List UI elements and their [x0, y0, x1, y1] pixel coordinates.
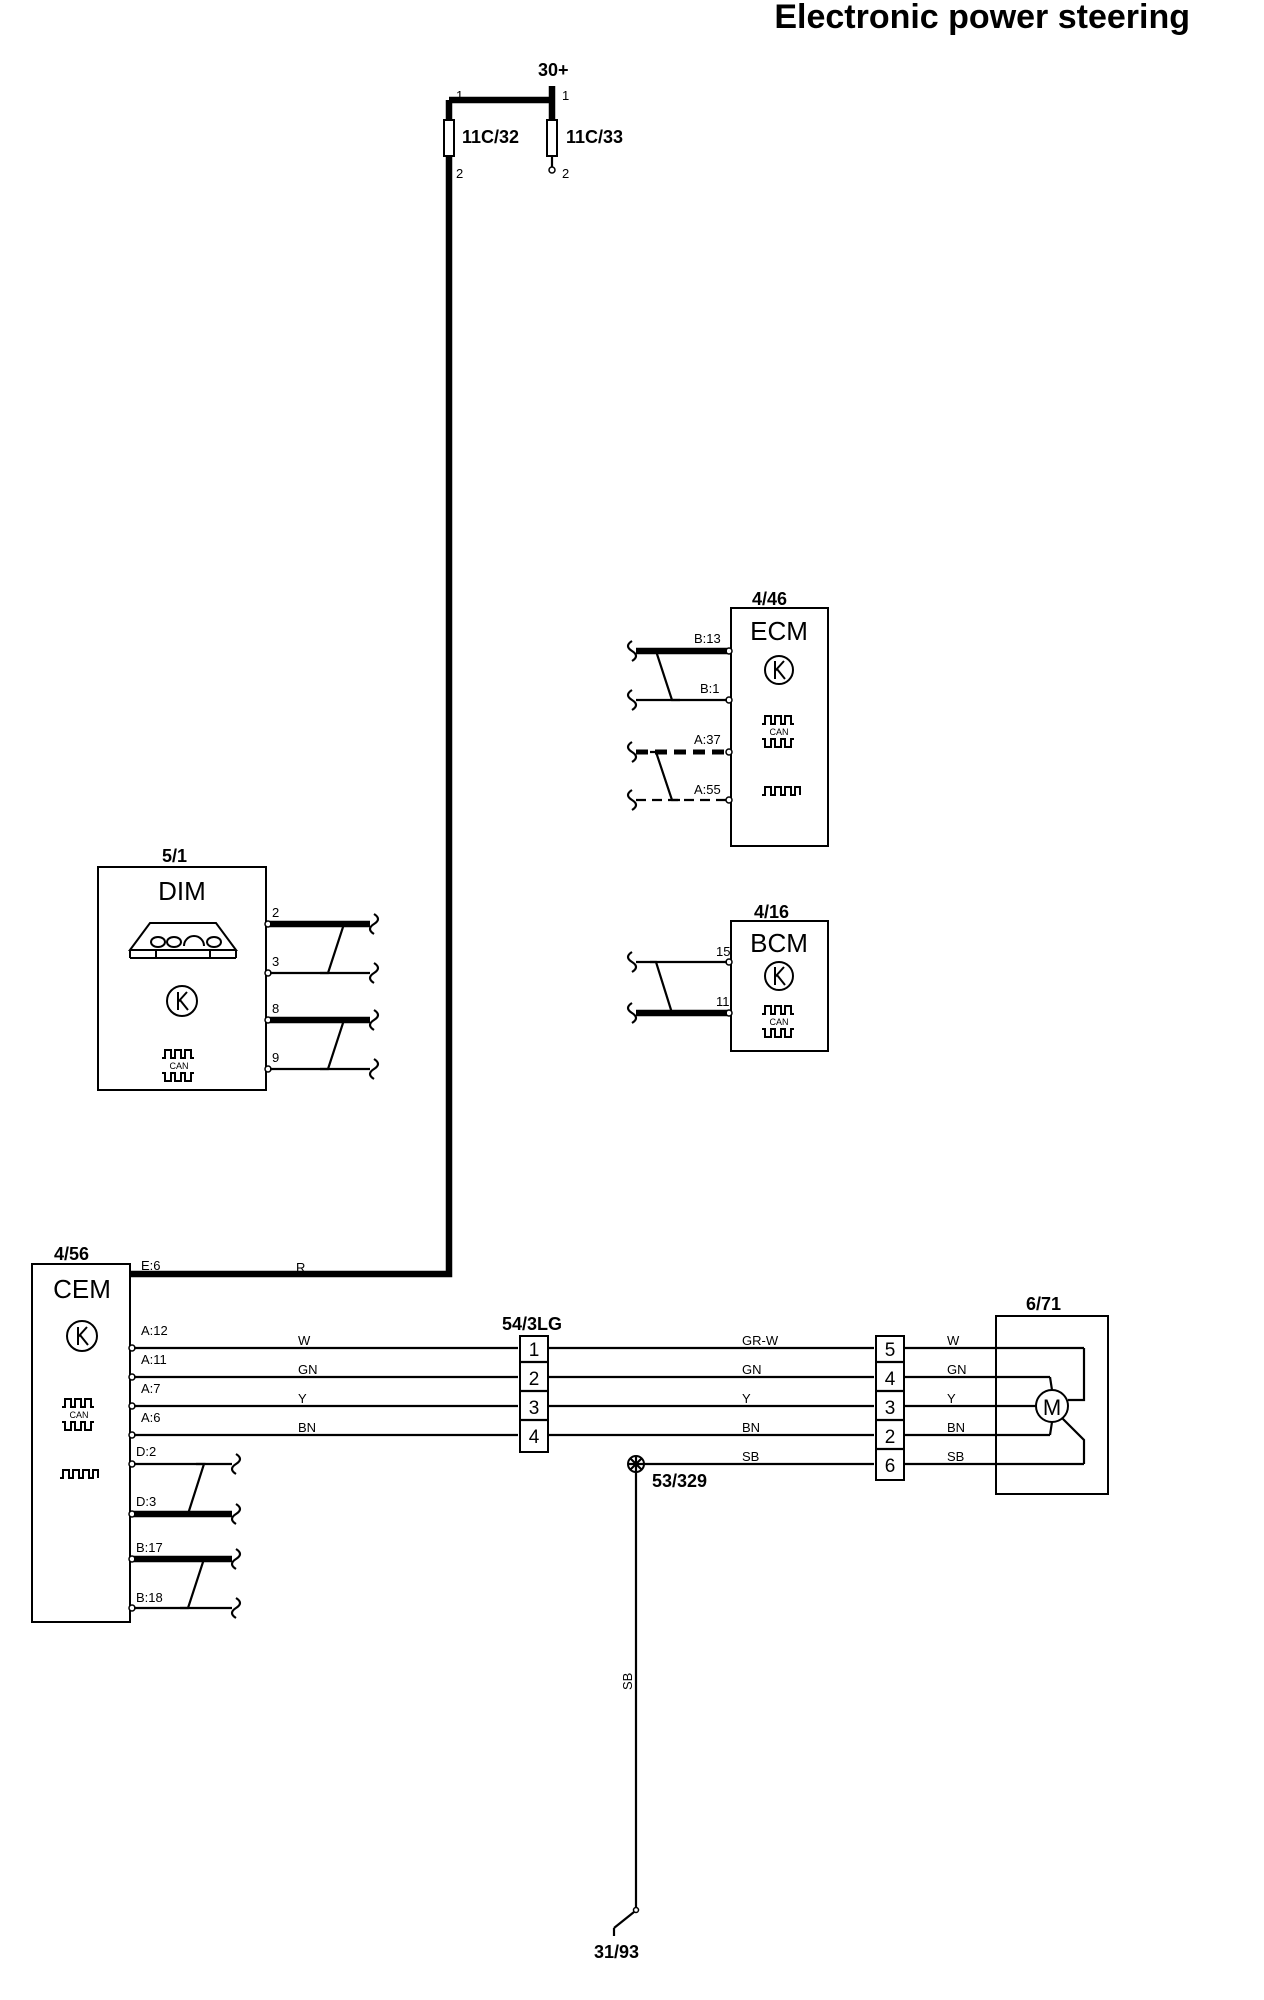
- wire-color-label: SB: [742, 1449, 759, 1464]
- module-ref: 5/1: [162, 846, 187, 866]
- can-bus-icon: CAN: [62, 1398, 94, 1431]
- can-bus-icon: CAN: [762, 715, 794, 748]
- wire-color-label: Y: [742, 1391, 751, 1406]
- can-bus-icon: CAN: [762, 1005, 794, 1038]
- svg-text:1: 1: [562, 88, 569, 103]
- wire-color-label: Y: [947, 1391, 956, 1406]
- fuse-label: 11C/32: [462, 127, 519, 147]
- svg-text:CAN: CAN: [769, 727, 788, 737]
- svg-text:2: 2: [562, 166, 569, 181]
- cem-module: 4/56 CEM CAN E:6 A:12 A:11 A:7 A:6 D:2 D…: [31, 1244, 168, 1623]
- svg-text:15: 15: [716, 944, 730, 959]
- svg-text:4: 4: [885, 1369, 896, 1390]
- svg-text:2: 2: [272, 905, 279, 920]
- splice-ref: 53/329: [652, 1471, 707, 1491]
- ground-ref: 31/93: [594, 1942, 639, 1962]
- svg-text:D:3: D:3: [136, 1494, 156, 1509]
- svg-text:2: 2: [885, 1427, 896, 1448]
- svg-text:5: 5: [885, 1340, 896, 1361]
- wire-color-label: BN: [298, 1420, 316, 1435]
- svg-text:B:17: B:17: [136, 1540, 163, 1555]
- wire-color-label: W: [298, 1333, 311, 1348]
- svg-text:1: 1: [456, 88, 463, 103]
- component-ref: 6/71: [1026, 1294, 1061, 1314]
- svg-text:1: 1: [529, 1340, 540, 1361]
- wire-color-label: W: [947, 1333, 960, 1348]
- module-ref: 4/46: [752, 589, 787, 609]
- module-ref: 4/56: [54, 1244, 89, 1264]
- supply-label: 30+: [538, 60, 569, 80]
- wire-color-label: Y: [298, 1391, 307, 1406]
- wire-color-label: GN: [947, 1362, 967, 1377]
- motor-icon: M: [1035, 1389, 1069, 1423]
- motor-connector: 5 4 3 2 6: [875, 1335, 905, 1481]
- module-name: ECM: [750, 616, 808, 646]
- svg-text:3: 3: [529, 1398, 540, 1419]
- module-name: DIM: [158, 876, 206, 906]
- wire-color-label: R: [296, 1260, 305, 1275]
- svg-text:9: 9: [272, 1050, 279, 1065]
- svg-text:2: 2: [456, 166, 463, 181]
- fuse-label: 11C/33: [566, 127, 623, 147]
- diagnostic-k-icon: [66, 1320, 98, 1352]
- module-name: BCM: [750, 928, 808, 958]
- splice-53-329: 53/329: [627, 1455, 707, 1491]
- connector-54-3lg: 54/3LG 1 2 3 4: [502, 1314, 562, 1453]
- wire-color-label: GN: [742, 1362, 762, 1377]
- wire-color-label: GR-W: [742, 1333, 779, 1348]
- svg-text:3: 3: [885, 1398, 896, 1419]
- svg-text:A:55: A:55: [694, 782, 721, 797]
- svg-text:CAN: CAN: [169, 1061, 188, 1071]
- svg-text:A:6: A:6: [141, 1410, 161, 1425]
- svg-text:8: 8: [272, 1001, 279, 1016]
- diagram-title: Electronic power steering: [774, 0, 1190, 36]
- svg-text:M: M: [1043, 1395, 1061, 1420]
- svg-text:E:6: E:6: [141, 1258, 161, 1273]
- wire-color-label: SB: [947, 1449, 964, 1464]
- wire-color-label: SB: [620, 1673, 635, 1690]
- svg-text:CAN: CAN: [69, 1410, 88, 1420]
- wire-color-label: BN: [742, 1420, 760, 1435]
- diagnostic-k-icon: [764, 655, 794, 685]
- module-ref: 4/16: [754, 902, 789, 922]
- wire-color-label: BN: [947, 1420, 965, 1435]
- pulse-signal-icon: [60, 1469, 99, 1479]
- svg-text:2: 2: [529, 1369, 540, 1390]
- svg-text:A:12: A:12: [141, 1323, 168, 1338]
- wire-r: [130, 156, 453, 1278]
- motor-6-71: 6/71 M: [995, 1294, 1109, 1495]
- module-name: CEM: [53, 1274, 111, 1304]
- svg-text:B:13: B:13: [694, 631, 721, 646]
- svg-text:CAN: CAN: [769, 1017, 788, 1027]
- svg-text:11: 11: [716, 994, 730, 1009]
- can-bus-icon: CAN: [162, 1049, 194, 1082]
- svg-text:A:37: A:37: [694, 732, 721, 747]
- svg-text:A:7: A:7: [141, 1381, 161, 1396]
- bcm-module: 4/16 BCM CAN 15 11: [716, 902, 829, 1052]
- svg-text:3: 3: [272, 954, 279, 969]
- svg-text:D:2: D:2: [136, 1444, 156, 1459]
- connector-ref: 54/3LG: [502, 1314, 562, 1334]
- dim-module: 5/1 DIM CAN 2 3 8 9: [97, 846, 279, 1091]
- svg-text:B:1: B:1: [700, 681, 720, 696]
- ground-31-93: 31/93: [594, 1906, 640, 1962]
- pulse-signal-icon: [762, 786, 801, 796]
- ecm-module: 4/46 ECM CAN B:13 B:1 A:37 A:55: [694, 589, 829, 847]
- svg-text:6: 6: [885, 1456, 896, 1477]
- diagnostic-k-icon: [764, 961, 794, 991]
- fuse-11c-33: 1 2 11C/33: [546, 88, 623, 181]
- svg-text:A:11: A:11: [141, 1352, 167, 1367]
- svg-text:4: 4: [529, 1427, 540, 1448]
- instrument-cluster-icon: [128, 922, 238, 959]
- diagnostic-k-icon: [166, 985, 198, 1017]
- svg-text:B:18: B:18: [136, 1590, 163, 1605]
- wire-color-label: GN: [298, 1362, 318, 1377]
